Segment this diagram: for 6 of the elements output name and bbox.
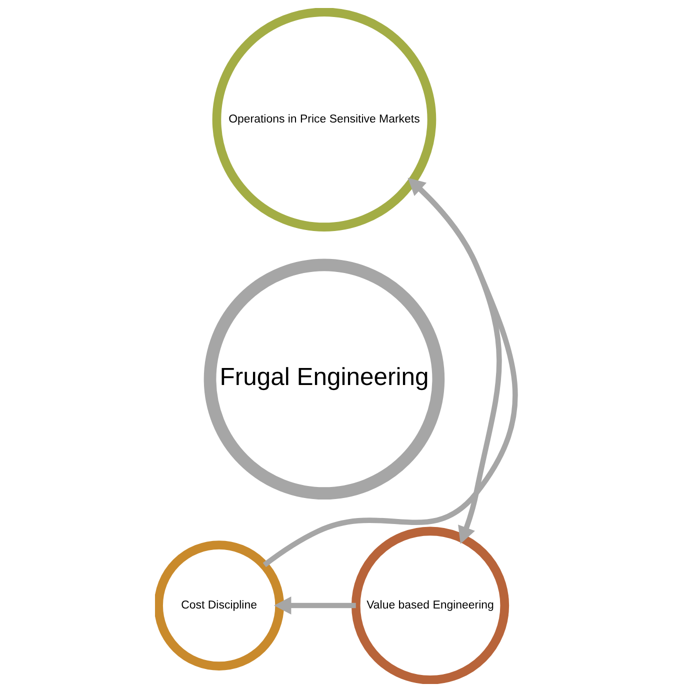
node-circle: Operations in Price Sensitive Markets [212, 8, 436, 232]
node-circle: Frugal Engineering [204, 258, 445, 500]
node-circle: Cost Discipline [155, 540, 284, 670]
arrow [262, 178, 518, 568]
arrow [274, 596, 356, 615]
node-circle: Value based Engineering [351, 526, 510, 684]
